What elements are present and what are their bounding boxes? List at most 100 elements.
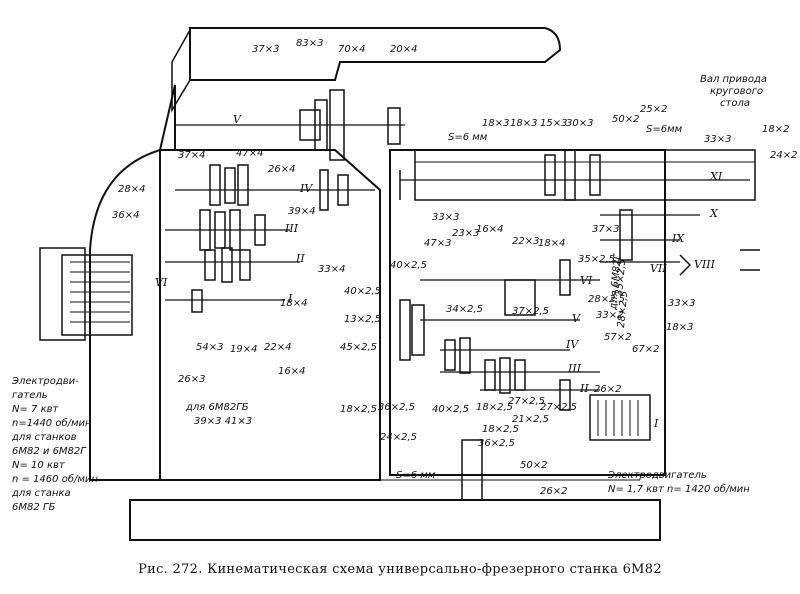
gear-label: 33×4 xyxy=(318,264,345,275)
left-motor-spec: N= 10 квт xyxy=(12,460,66,471)
gear-label: 37×3 xyxy=(592,224,619,235)
gear-label: 40×2,5 xyxy=(390,260,427,271)
variant-values: 39×3 41×3 xyxy=(194,416,252,427)
gear-label: 25×2 xyxy=(640,104,667,115)
gear-label: 35×2,5 xyxy=(614,258,628,296)
gear-label: 22×4 xyxy=(264,342,291,353)
left-motor-spec: для станка xyxy=(11,488,71,499)
gear-label: 33×3 xyxy=(704,134,731,145)
gear-label: 27×2,5 xyxy=(540,402,577,413)
left-motor-spec: Электродви- xyxy=(11,376,79,387)
gear-label: 50×2 xyxy=(520,460,547,471)
gear-label: 19×4 xyxy=(230,344,257,355)
gear-label: 33×3 xyxy=(432,212,459,223)
gear-label: 67×2 xyxy=(632,344,659,355)
gear-label: 35×2,5 xyxy=(578,254,615,265)
s-pitch-note: S=6мм xyxy=(646,124,683,135)
gear-label: 70×4 xyxy=(338,44,365,55)
left-motor-spec: гатель xyxy=(12,390,48,401)
gear-label: 26×2 xyxy=(594,384,621,395)
gear-label: 37×3 xyxy=(252,44,279,55)
s-pitch-note: S=6 мм xyxy=(396,470,436,481)
gear-label: 15×3 xyxy=(540,118,567,129)
right-motor-spec: N= 1,7 квт n= 1420 об/мин xyxy=(608,483,750,495)
shaft-label: VII xyxy=(650,262,667,275)
figure-caption: Рис. 272. Кинематическая схема универсал… xyxy=(138,562,662,577)
gear-label: 33×2 xyxy=(596,310,623,321)
gear-label: 18×3 xyxy=(510,118,537,129)
machine-frame xyxy=(89,27,756,541)
gear-label: 26×4 xyxy=(268,164,295,175)
gear-label: 36×2,5 xyxy=(378,402,415,413)
left-motor-spec: 6М82 ГБ xyxy=(12,502,55,513)
gear-label: 36×2,5 xyxy=(478,438,515,449)
table-drive-note: стола xyxy=(720,98,750,109)
gear-label: 18×2,5 xyxy=(476,402,513,413)
gear-label: 33×3 xyxy=(668,298,695,309)
variant-note: для 6М82ГБ xyxy=(185,402,249,413)
gear-label: 20×4 xyxy=(390,44,417,55)
gear-label: 18×2,5 xyxy=(482,424,519,435)
shaft-label: III xyxy=(567,362,582,375)
gear-label: 28×2,5 xyxy=(616,290,630,328)
shaft-label: I xyxy=(287,292,293,305)
gear-label: 27×2,5 xyxy=(508,396,545,407)
left-motor-spec: N= 7 квт xyxy=(12,404,60,415)
gear-label: 24×2 xyxy=(770,150,797,161)
gear-label: 23×3 xyxy=(452,228,479,239)
gear-label: 36×4 xyxy=(112,210,139,221)
s-pitch-note: S=6 мм xyxy=(448,132,488,143)
shaft-label: XI xyxy=(709,170,723,183)
gear-label: 45×2,5 xyxy=(340,342,377,353)
left-motor-spec: 6М82 и 6М82Г xyxy=(12,446,87,457)
gear-label: 18×3 xyxy=(482,118,509,129)
main-shafts xyxy=(165,124,750,391)
gear-label: 22×3 xyxy=(512,236,539,247)
gear-label: 47×3 xyxy=(424,238,451,249)
gear-label: 37×2,5 xyxy=(512,306,549,317)
shaft-label: IV xyxy=(299,182,313,195)
gear-label: 30×3 xyxy=(566,118,593,129)
shaft-label: X xyxy=(709,207,719,220)
shaft-label: II xyxy=(295,252,305,265)
left-motor-spec: n=1440 об/мин xyxy=(12,417,92,429)
handwheels xyxy=(399,170,760,276)
gear-label: 83×3 xyxy=(296,38,323,49)
gear-label: 18×4 xyxy=(538,238,565,249)
shaft-label: IX xyxy=(671,232,685,245)
gear-label: 13×2,5 xyxy=(344,314,381,325)
shaft-label: III xyxy=(284,222,299,235)
gear-label: 26×3 xyxy=(178,374,205,385)
gear-label: 57×2 xyxy=(604,332,631,343)
shaft-label: IV xyxy=(565,338,579,351)
gear-label: 40×2,5 xyxy=(344,286,381,297)
gear-label: 26×2 xyxy=(540,486,567,497)
gear-label: 28×4 xyxy=(118,184,145,195)
gear-label: 18×2 xyxy=(762,124,789,135)
shaft-label: I xyxy=(653,417,659,430)
gear-blocks xyxy=(191,89,633,411)
gear-label: 34×2,5 xyxy=(446,304,483,315)
gear-label: 18×4 xyxy=(280,298,307,309)
shaft-label: VI xyxy=(155,276,168,289)
table-drive-note: Вал привода xyxy=(700,74,767,85)
gear-label: 47×4 xyxy=(236,148,263,159)
gear-label: 39×4 xyxy=(288,206,315,217)
gear-label: 18×2,5 xyxy=(340,404,377,415)
gear-label: 16×4 xyxy=(476,224,503,235)
shaft-label: V xyxy=(572,312,581,325)
left-motor-spec: n = 1460 об/мин xyxy=(12,473,98,485)
gear-label: 28×2,5 xyxy=(588,294,625,305)
gear-label: 18×3 xyxy=(666,322,693,333)
shaft-label: II xyxy=(579,382,589,395)
left-motor xyxy=(39,247,133,341)
right-motor xyxy=(589,394,651,441)
shaft-label: VI xyxy=(580,274,593,287)
gear-label: 16×4 xyxy=(278,366,305,377)
gear-label: 40×2,5 xyxy=(432,404,469,415)
variant-note: для 6М82Г xyxy=(608,252,624,311)
shaft-label: VIII xyxy=(694,258,716,271)
table-drive-note: кругового xyxy=(710,86,763,97)
